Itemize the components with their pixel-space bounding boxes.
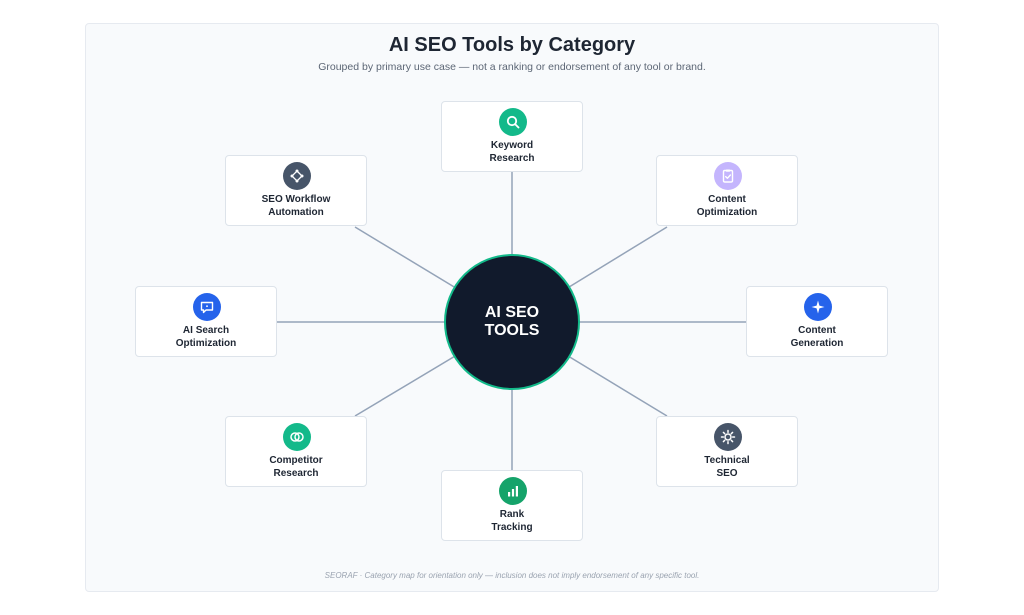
diagram-title: AI SEO Tools by Category xyxy=(388,34,636,56)
bar-chart-icon xyxy=(499,477,527,505)
chat-bubble-icon xyxy=(193,293,221,321)
clipboard-check-icon xyxy=(714,162,742,190)
footer-note: SEORAF · Category map for orientation on… xyxy=(324,571,700,580)
gear-icon xyxy=(714,423,742,451)
sparkle-icon xyxy=(804,293,832,321)
workflow-icon xyxy=(283,162,311,190)
overlap-circles-icon xyxy=(283,423,311,451)
search-icon xyxy=(499,108,527,136)
diagram-subtitle: Grouped by primary use case — not a rank… xyxy=(318,61,706,73)
